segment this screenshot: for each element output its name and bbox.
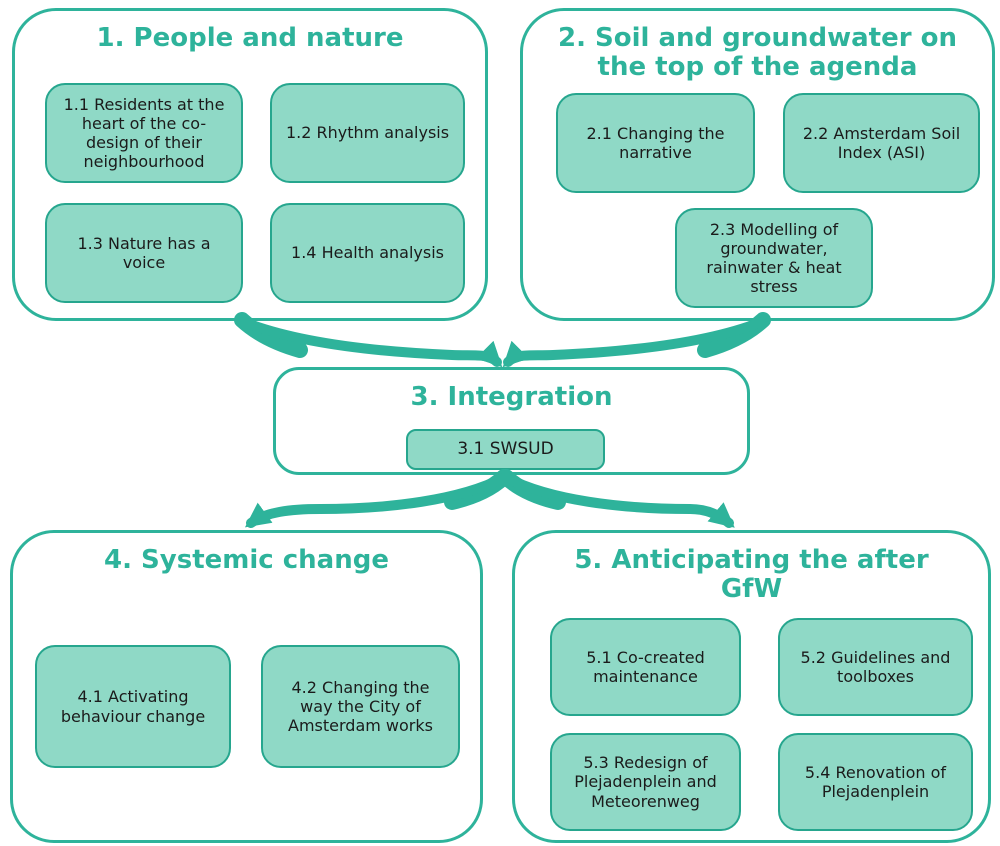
- section-box-anticipating-after-gfw: 5. Anticipating the after GfW 5.1 Co-cre…: [512, 530, 991, 843]
- section-title-soil-and-groundwater: 2. Soil and groundwater on the top of th…: [523, 23, 992, 83]
- section-box-systemic-change: 4. Systemic change 4.1 Activating behavi…: [10, 530, 483, 843]
- item-5-4-renovation-plejadenplein: 5.4 Renovation of Plejadenplein: [778, 733, 973, 831]
- arrow-integration-to-section4: [244, 473, 508, 528]
- item-1-1-residents-co-design: 1.1 Residents at the heart of the co-des…: [45, 83, 243, 183]
- item-4-1-activating-behaviour-change: 4.1 Activating behaviour change: [35, 645, 231, 768]
- item-label: 3.1 SWSUD: [457, 439, 554, 460]
- item-label: 5.4 Renovation of Plejadenplein: [804, 762, 947, 801]
- item-label: 4.2 Changing the way the City of Amsterd…: [288, 677, 433, 736]
- section-box-people-and-nature: 1. People and nature 1.1 Residents at th…: [12, 8, 488, 321]
- item-4-2-changing-city-of-amsterdam: 4.2 Changing the way the City of Amsterd…: [261, 645, 460, 768]
- section-title-line: 5. Anticipating the after: [574, 545, 929, 575]
- item-label: 5.3 Redesign of Plejadenplein and Meteor…: [574, 753, 717, 811]
- item-1-4-health-analysis: 1.4 Health analysis: [270, 203, 465, 303]
- item-label: 2.3 Modelling of groundwater, rainwater …: [706, 219, 842, 297]
- arrow-tail-section2: [697, 312, 771, 358]
- item-3-1-swsud: 3.1 SWSUD: [406, 429, 605, 470]
- arrow-section2-to-integration: [502, 317, 766, 368]
- section-box-integration: 3. Integration 3.1 SWSUD: [273, 367, 750, 475]
- section-title-line: the top of the agenda: [597, 52, 918, 83]
- section-title-line: 4. Systemic change: [104, 545, 389, 575]
- arrow-tail-section3-left: [444, 469, 512, 510]
- item-label: 1.2 Rhythm analysis: [285, 123, 450, 143]
- arrow-section1-to-integration: [239, 317, 503, 368]
- section-title-line: GfW: [720, 574, 783, 605]
- item-2-2-amsterdam-soil-index: 2.2 Amsterdam Soil Index (ASI): [783, 93, 980, 193]
- section-title-integration: 3. Integration: [276, 382, 747, 412]
- item-2-3-modelling-groundwater: 2.3 Modelling of groundwater, rainwater …: [675, 208, 873, 308]
- item-label: 2.1 Changing the narrative: [586, 123, 725, 162]
- section-title-line: 3. Integration: [410, 382, 613, 412]
- item-label: 4.1 Activating behaviour change: [60, 687, 206, 726]
- item-5-1-co-created-maintenance: 5.1 Co-created maintenance: [550, 618, 741, 716]
- item-2-1-changing-the-narrative: 2.1 Changing the narrative: [556, 93, 755, 193]
- item-label: 5.2 Guidelines and toolboxes: [800, 647, 951, 686]
- item-label: 2.2 Amsterdam Soil Index (ASI): [802, 123, 961, 162]
- item-1-2-rhythm-analysis: 1.2 Rhythm analysis: [270, 83, 465, 183]
- section-title-anticipating-after-gfw: 5. Anticipating the after GfW: [515, 545, 988, 605]
- item-label: 1.1 Residents at the heart of the co-des…: [63, 94, 225, 172]
- section-title-line: 1. People and nature: [96, 23, 404, 53]
- section-title-systemic-change: 4. Systemic change: [13, 545, 480, 575]
- item-1-3-nature-has-a-voice: 1.3 Nature has a voice: [45, 203, 243, 303]
- arrow-tail-section3-right: [498, 469, 566, 510]
- item-label: 5.1 Co-created maintenance: [586, 647, 705, 686]
- arrow-tail-section1: [234, 312, 308, 358]
- item-5-2-guidelines-and-toolboxes: 5.2 Guidelines and toolboxes: [778, 618, 973, 716]
- section-box-soil-and-groundwater: 2. Soil and groundwater on the top of th…: [520, 8, 995, 321]
- item-5-3-redesign-plejadenplein-meteorenweg: 5.3 Redesign of Plejadenplein and Meteor…: [550, 733, 741, 831]
- item-label: 1.3 Nature has a voice: [77, 233, 211, 272]
- section-title-people-and-nature: 1. People and nature: [15, 23, 485, 53]
- item-label: 1.4 Health analysis: [291, 243, 444, 263]
- arrow-integration-to-section5: [502, 473, 735, 528]
- section-title-line: 2. Soil and groundwater on: [557, 23, 957, 53]
